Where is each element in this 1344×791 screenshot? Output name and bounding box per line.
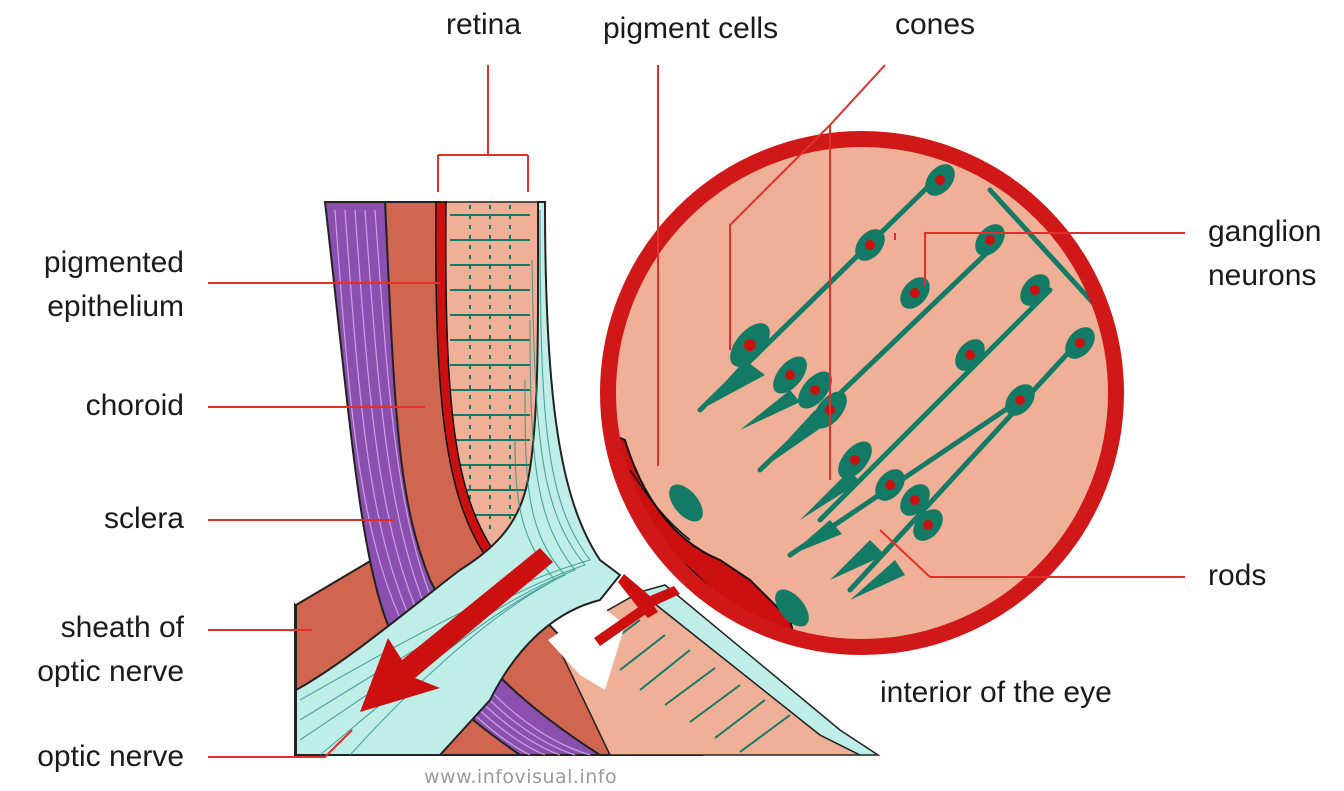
label-ganglion: ganglion <box>1208 211 1321 253</box>
source-credit: www.infovisual.info <box>424 766 617 788</box>
leader-retina <box>438 65 528 192</box>
label-sheath-of: sheath of <box>0 607 184 649</box>
label-choroid: choroid <box>0 385 184 427</box>
label-retina: retina <box>446 4 521 46</box>
label-pigmented: pigmented <box>0 242 184 284</box>
label-interior-of-the-eye: interior of the eye <box>880 672 1112 714</box>
label-cones: cones <box>895 4 975 46</box>
label-sheath-optic-nerve: optic nerve <box>0 651 184 693</box>
magnified-interior-view <box>600 139 1116 660</box>
label-sclera: sclera <box>0 498 184 540</box>
label-pigment-cells: pigment cells <box>603 8 778 50</box>
label-rods: rods <box>1208 555 1266 597</box>
label-neurons: neurons <box>1208 255 1316 297</box>
label-optic-nerve: optic nerve <box>0 736 184 778</box>
label-epithelium: epithelium <box>0 286 184 328</box>
